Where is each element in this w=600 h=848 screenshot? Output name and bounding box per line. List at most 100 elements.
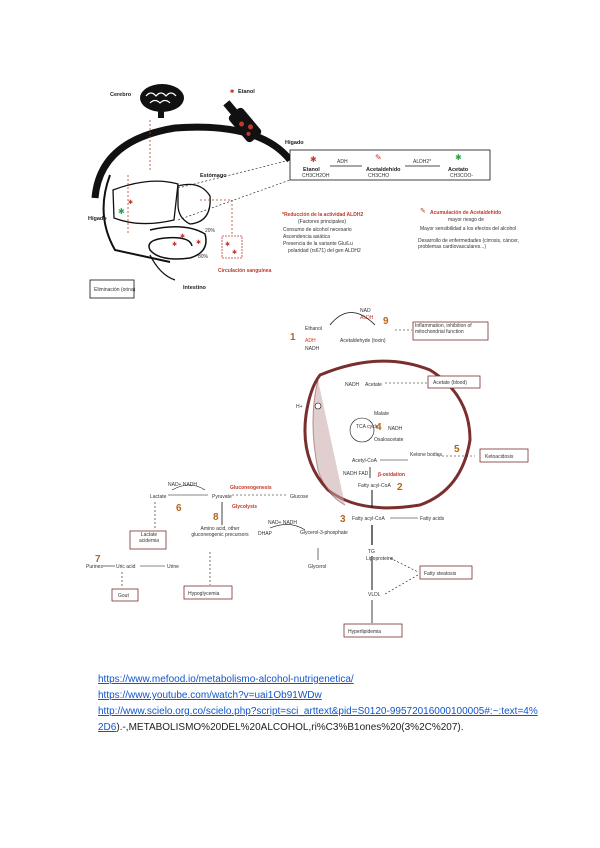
beta-ox-label: β-oxidation bbox=[378, 472, 405, 478]
acetato-label: Acetato bbox=[448, 167, 469, 173]
urine-label: Urine bbox=[167, 564, 179, 570]
circulation-box bbox=[221, 235, 243, 259]
dhap-label: DHAP bbox=[258, 531, 273, 537]
svg-text:✎: ✎ bbox=[375, 153, 382, 162]
acumulacion-title: Acumulación de Acetaldehído bbox=[430, 210, 501, 216]
link-scielo[interactable]: http://www.scielo.org.co/scielo.php?scri… bbox=[98, 706, 538, 733]
fatty-acyl-label: Fatty acyl-CoA bbox=[358, 483, 391, 489]
pct-20: 20% bbox=[205, 228, 216, 234]
acetaldehido-formula: CH3CHO bbox=[368, 173, 389, 179]
hepatocyte-cell bbox=[303, 359, 472, 510]
nadh-label: NADH bbox=[305, 346, 320, 352]
acumulacion-item: Desarrollo de enfermedades (cirrosis, cá… bbox=[418, 238, 519, 250]
link-mefood[interactable]: https://www.mefood.io/metabolismo-alcoho… bbox=[98, 674, 354, 685]
step-number: 7 bbox=[95, 554, 101, 565]
eliminacion-label: Eliminación (orina) bbox=[94, 287, 136, 293]
acumulacion-item: Mayor sensibilidad a los efectos del alc… bbox=[420, 226, 516, 232]
acumulacion-sub: mayor riesgo de bbox=[448, 217, 484, 223]
reduccion-item: Consumo de alcohol necesario bbox=[283, 227, 352, 233]
glycerol-label: Glycerol bbox=[308, 564, 326, 570]
svg-text:✱: ✱ bbox=[232, 249, 237, 256]
svg-text:✱: ✱ bbox=[118, 207, 125, 216]
reference-links: https://www.mefood.io/metabolismo-alcoho… bbox=[98, 672, 538, 736]
svg-text:✱: ✱ bbox=[455, 153, 462, 162]
adh-label: ADH bbox=[337, 159, 348, 165]
step-number: 3 bbox=[340, 514, 346, 525]
tca-label: TCA cycle bbox=[356, 424, 379, 430]
step-number: 1 bbox=[290, 332, 296, 343]
step-number: 4 bbox=[376, 422, 382, 433]
glycerol3p-label: Glycerol-3-phosphate bbox=[300, 530, 348, 536]
eliminacion-box bbox=[89, 279, 135, 299]
steatosis-label: Fatty steatosis bbox=[424, 571, 457, 577]
liver-shape bbox=[112, 180, 179, 225]
nad-nadh-label: NAD+ NADH bbox=[168, 482, 197, 488]
amino-text: Amino acid, other gluconeogenic precurso… bbox=[191, 526, 249, 538]
inflammation-box bbox=[412, 321, 489, 341]
svg-text:✱: ✱ bbox=[172, 241, 177, 248]
vldl-label: VLDL bbox=[368, 592, 381, 598]
ketone-label: Ketone bodies bbox=[410, 452, 442, 458]
gout-label: Gout bbox=[118, 593, 129, 599]
h-plus-label: H+ bbox=[296, 404, 303, 410]
svg-text:✱: ✱ bbox=[128, 199, 133, 206]
aldh2-label: ALDH2* bbox=[413, 159, 431, 165]
uric-label: Uric acid bbox=[116, 564, 136, 570]
estomago-label: Estómago bbox=[200, 173, 227, 179]
nad-nadh-2: NAD+ NADH bbox=[268, 520, 297, 526]
steatosis-box bbox=[419, 565, 473, 580]
bottle-icon bbox=[223, 100, 262, 143]
hyperlipidemia-box bbox=[343, 623, 403, 638]
ethanol-label: Ethanol bbox=[305, 326, 322, 332]
head-outline bbox=[91, 123, 293, 199]
fatty-acids-label: Fatty acids bbox=[420, 516, 445, 522]
gout-box bbox=[111, 588, 139, 602]
lactic-box bbox=[129, 530, 167, 550]
lipoproteins-label: Lipoproteins bbox=[366, 556, 394, 562]
svg-text:✱: ✱ bbox=[180, 233, 185, 240]
reduccion-sub: (Factores principales) bbox=[298, 219, 346, 225]
nadh-inner: NADH bbox=[345, 382, 360, 388]
glycolysis-label: Glycolysis bbox=[232, 504, 257, 510]
nad-label: NAD bbox=[360, 308, 371, 314]
reaction-box bbox=[289, 149, 491, 181]
circulacion-label: Circulación sanguínea bbox=[218, 268, 272, 274]
svg-text:✱: ✱ bbox=[310, 155, 317, 164]
glucose-label: Glucose bbox=[290, 494, 309, 500]
nadh-fad: NADH FAD bbox=[343, 471, 369, 477]
nadh-tca: NADH bbox=[388, 426, 403, 432]
stomach-shape bbox=[177, 183, 211, 225]
hyperlipidemia-label: Hyperlipidemia bbox=[348, 629, 381, 635]
fatty-acyl-coa-label: Fatty acyl-CoA bbox=[352, 516, 385, 522]
reduccion-item: polaridad (rs671) del gen ALDH2 bbox=[288, 248, 361, 254]
hypoglycemia-label: Hypoglycemia bbox=[188, 591, 220, 597]
ketoacidosis-box bbox=[479, 448, 529, 463]
link-scielo-tail: ).-,METABOLISMO%20DEL%20ALCOHOL,ri%C3%B1… bbox=[116, 722, 464, 733]
cerebro-label: Cerebro bbox=[110, 92, 132, 98]
acetate-inner: Acetate bbox=[365, 382, 382, 388]
pyruvate-label: Pyruvate bbox=[212, 494, 232, 500]
acetaldehyde-label: Acetaldehyde (toxin) bbox=[340, 338, 386, 344]
step-number: 8 bbox=[213, 512, 219, 523]
link-youtube[interactable]: https://www.youtube.com/watch?v=uai1Ob91… bbox=[98, 690, 322, 701]
adh-small: ADH bbox=[305, 338, 316, 344]
etanol-formula: CH3CH2OH bbox=[302, 173, 330, 179]
higado-box-title: Hígado bbox=[285, 140, 304, 146]
acetate-blood-box bbox=[427, 375, 481, 389]
hypoglycemia-box bbox=[183, 585, 233, 600]
malate-label: Malate bbox=[374, 411, 389, 417]
intestino-label: Intestino bbox=[183, 285, 207, 291]
reduccion-item: Presencia de la variante Glu/Lu bbox=[283, 241, 353, 247]
lactic-text: Lactate acidemia bbox=[138, 532, 159, 544]
step-number: 5 bbox=[454, 444, 460, 455]
etanol-label: Etanol bbox=[303, 167, 320, 173]
acetyl-coa-label: Acetyl-CoA bbox=[352, 458, 378, 464]
ketoacidosis-label: Ketoacidosis bbox=[485, 454, 514, 460]
higado-label: Hígado bbox=[88, 216, 107, 222]
svg-text:✱: ✱ bbox=[230, 89, 235, 95]
inflammation-text: Inflammation, inhibition of mitochondria… bbox=[415, 323, 472, 335]
lactate-label: Lactate bbox=[150, 494, 167, 500]
gluconeo-label: Gluconeogenesis bbox=[230, 485, 272, 491]
